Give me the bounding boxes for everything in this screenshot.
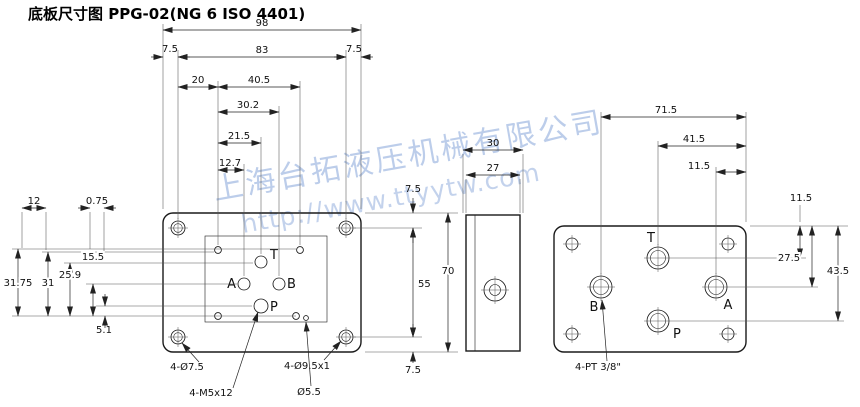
dim-11-5-top: 11.5 <box>688 161 710 172</box>
front-view-plate: T A B P <box>162 212 362 353</box>
side-view-body <box>465 214 521 352</box>
back-view: T B A P 71.5 41.5 11.5 11.5 27. <box>553 105 851 373</box>
corner-hole-tl <box>168 218 188 238</box>
corner-hole-tr <box>336 218 356 238</box>
dim-depth-27: 27 <box>487 163 500 174</box>
corner-hole-bl <box>168 327 188 347</box>
port-label-p: P <box>270 300 278 315</box>
back-corner-screw-br <box>719 325 737 343</box>
port-label-b: B <box>287 277 296 292</box>
dim-15-5: 15.5 <box>82 252 104 263</box>
page-title: 底板尺寸图 PPG-02(NG 6 ISO 4401) <box>28 5 305 23</box>
corner-hole-br <box>336 327 356 347</box>
port-label-a: A <box>227 277 236 292</box>
back-view-callouts: 4-PT 3/8" <box>575 299 621 373</box>
back-port-a <box>702 273 730 301</box>
dim-5-1: 5.1 <box>96 325 112 336</box>
dim-edge-top: 7.5 <box>405 184 421 195</box>
dim-edge-bottom: 7.5 <box>405 365 421 376</box>
callout-counterbores: 4-Ø9.5x1 <box>284 360 330 372</box>
dim-edge-left: 7.5 <box>162 44 178 55</box>
dim-40-5: 40.5 <box>248 75 270 86</box>
back-port-p <box>644 307 672 335</box>
dim-43-5: 43.5 <box>827 266 849 277</box>
dim-30-2: 30.2 <box>237 100 259 111</box>
dim-31: 31 <box>42 278 55 289</box>
dim-70: 70 <box>442 266 455 277</box>
callout-pin-hole: Ø5.5 <box>297 386 321 398</box>
dim-41-5: 41.5 <box>683 134 705 145</box>
port-p <box>253 298 269 314</box>
dim-overall-width: 98 <box>256 18 269 29</box>
callout-corner-holes: 4-Ø7.5 <box>170 361 204 373</box>
dim-71-5: 71.5 <box>655 105 677 116</box>
side-view-extension-lines <box>462 154 524 213</box>
dim-edge-right: 7.5 <box>346 44 362 55</box>
dim-25-9: 25.9 <box>59 270 81 281</box>
watermark: 上海台拓液压机械有限公司 http://www.ttyytw.com <box>210 105 606 239</box>
port-b <box>272 277 286 291</box>
front-view: T A B P <box>2 18 458 399</box>
back-port-b <box>587 273 615 301</box>
back-port-t <box>644 244 672 272</box>
dim-27-5: 27.5 <box>778 253 800 264</box>
back-view-extension-lines <box>600 112 848 322</box>
dim-21-5: 21.5 <box>228 131 250 142</box>
back-view-dimensions: 71.5 41.5 11.5 11.5 27.5 43.5 <box>600 105 851 322</box>
back-corner-screw-tl <box>563 235 581 253</box>
dim-12-7: 12.7 <box>219 158 241 169</box>
back-port-label-p: P <box>673 327 681 342</box>
back-corner-screw-bl <box>563 325 581 343</box>
dim-0-75: 0.75 <box>86 196 108 207</box>
dim-12: 12 <box>28 196 41 207</box>
back-port-label-t: T <box>646 231 655 246</box>
dim-bolt-span: 83 <box>256 45 269 56</box>
dim-55: 55 <box>418 279 431 290</box>
callout-port-thread: 4-PT 3/8" <box>575 362 621 373</box>
port-label-t: T <box>269 248 278 263</box>
dim-11-5-right: 11.5 <box>790 193 812 204</box>
back-port-label-b: B <box>590 300 599 315</box>
back-corner-screw-tr <box>719 235 737 253</box>
port-t <box>254 255 268 269</box>
dim-20: 20 <box>192 75 205 86</box>
side-view: 30 27 <box>462 138 524 352</box>
front-view-callouts: 4-Ø7.5 4-Ø9.5x1 4-M5x12 Ø5.5 <box>170 311 342 399</box>
side-view-dimensions: 30 27 <box>462 138 524 178</box>
pin-hole <box>303 315 309 321</box>
dim-depth-30: 30 <box>487 138 500 149</box>
back-port-label-a: A <box>724 298 733 313</box>
back-view-plate: T B A P <box>553 225 747 353</box>
port-a <box>237 277 251 291</box>
front-view-dimensions: 98 7.5 83 7.5 20 40.5 30.2 21.5 12.7 12 … <box>2 18 457 376</box>
callout-mount-screws: 4-M5x12 <box>189 388 233 399</box>
front-view-extension-lines <box>12 24 458 353</box>
dim-31-75: 31.75 <box>4 278 33 289</box>
